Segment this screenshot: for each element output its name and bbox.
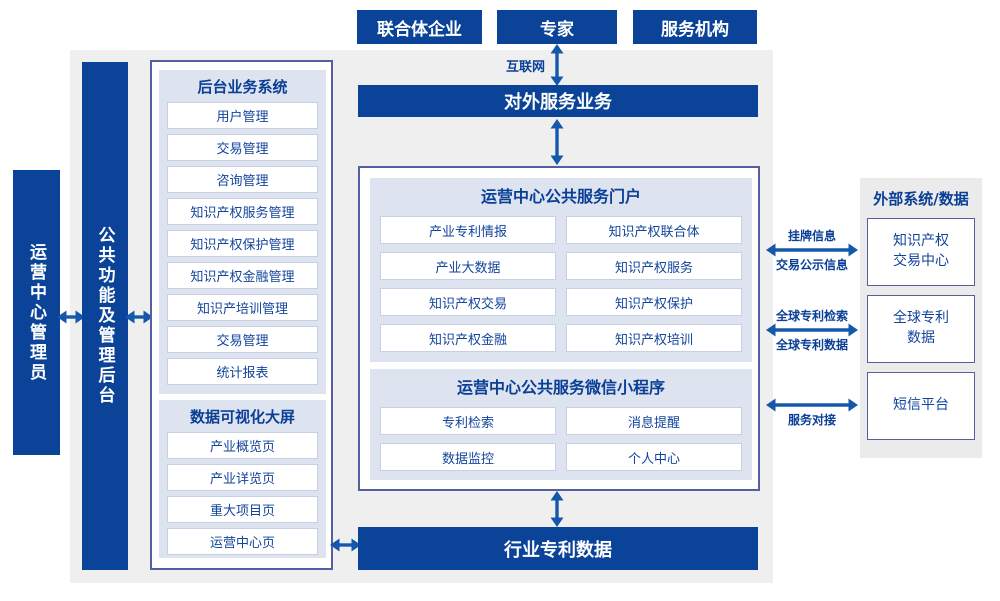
actor-service-orgs-box: 服务机构 [633, 10, 757, 44]
backend-item: 知识产权服务管理 [167, 198, 318, 225]
link1-bottom-label: 交易公示信息 [775, 258, 848, 272]
link3-double-arrow-icon [766, 398, 858, 412]
external-service-bar-label: 对外服务业务 [504, 92, 612, 113]
center-services-panel: 运营中心公共服务门户 产业专利情报 知识产权联合体 产业大数据 知识产权服务 知… [358, 166, 760, 491]
actor-experts-label: 专家 [540, 19, 574, 40]
dashboard-panel: 数据可视化大屏 产业概览页 产业详览页 重大项目页 运营中心页 [159, 400, 326, 558]
mini-program-item: 个人中心 [566, 443, 742, 471]
ip-trading-center-line2: 交易中心 [893, 253, 949, 269]
sms-platform-box: 短信平台 [867, 372, 975, 440]
actor-experts-box: 专家 [497, 10, 617, 44]
external-service-bar: 对外服务业务 [358, 85, 758, 117]
external-systems-panel: 外部系统/数据 知识产权 交易中心 全球专利 数据 短信平台 [860, 178, 982, 458]
actor-service-orgs-label: 服务机构 [661, 19, 729, 40]
portal-item: 知识产权交易 [380, 288, 556, 316]
dashboard-item: 产业详览页 [167, 464, 318, 491]
backend-item: 交易管理 [167, 326, 318, 353]
portal-panel: 运营中心公共服务门户 产业专利情报 知识产权联合体 产业大数据 知识产权服务 知… [370, 178, 752, 362]
link3-bottom-label: 服务对接 [787, 413, 836, 427]
public-functions-rail: 公共功能及管理后台 [82, 62, 128, 570]
sms-platform-line1: 短信平台 [893, 397, 949, 414]
portal-item: 知识产权金融 [380, 324, 556, 352]
mini-program-panel: 运营中心公共服务微信小程序 专利检索 消息提醒 数据监控 个人中心 [370, 369, 752, 480]
backend-item: 交易管理 [167, 134, 318, 161]
global-patent-data-line1: 全球专利 [893, 310, 949, 327]
operations-admin-label: 运营中心管理员 [26, 242, 46, 383]
internet-label: 互联网 [505, 60, 545, 75]
operations-admin-rail: 运营中心管理员 [13, 170, 60, 455]
bar-to-portal-double-arrow-icon [550, 119, 564, 165]
backend-item: 知识产培训管理 [167, 294, 318, 321]
portal-item: 产业专利情报 [380, 216, 556, 244]
dashboard-item: 重大项目页 [167, 496, 318, 523]
industry-patent-data-bar: 行业专利数据 [358, 527, 758, 570]
portal-to-data-double-arrow-icon [550, 491, 564, 527]
portal-item: 知识产权保护 [566, 288, 742, 316]
link2-bottom-label: 全球专利数据 [775, 338, 848, 352]
link1-double-arrow-icon [766, 243, 858, 257]
actor-consortium-box: 联合体企业 [357, 10, 482, 44]
portal-item: 产业大数据 [380, 252, 556, 280]
internet-double-arrow-icon [550, 44, 564, 86]
ip-trading-center-line1: 知识产权 [893, 233, 949, 250]
global-patent-data-box: 全球专利 数据 [867, 295, 975, 363]
portal-item: 知识产权培训 [566, 324, 742, 352]
global-patent-data-line2: 数据 [907, 330, 935, 346]
admin-to-backend-double-arrow-icon [57, 310, 85, 324]
ip-trading-center-box: 知识产权 交易中心 [867, 218, 975, 286]
link2-double-arrow-icon [766, 323, 858, 337]
dashboard-title: 数据可视化大屏 [189, 408, 295, 426]
backend-item: 统计报表 [167, 358, 318, 385]
portal-title: 运营中心公共服务门户 [480, 187, 641, 206]
backend-system-panel: 后台业务系统 用户管理 交易管理 咨询管理 知识产权服务管理 知识产权保护管理 … [159, 70, 326, 394]
backend-system-title: 后台业务系统 [197, 78, 288, 96]
backend-item: 用户管理 [167, 102, 318, 129]
industry-patent-data-label: 行业专利数据 [504, 539, 612, 561]
link2-top-label: 全球专利检索 [775, 309, 848, 323]
dashboard-to-data-double-arrow-icon [330, 538, 361, 552]
mini-program-item: 数据监控 [380, 443, 556, 471]
backend-item: 知识产权保护管理 [167, 230, 318, 257]
public-functions-label: 公共功能及管理后台 [94, 226, 115, 406]
backend-item: 咨询管理 [167, 166, 318, 193]
link1-top-label: 挂牌信息 [787, 229, 836, 243]
portal-item: 知识产权服务 [566, 252, 742, 280]
mini-program-title: 运营中心公共服务微信小程序 [456, 378, 665, 397]
external-systems-title: 外部系统/数据 [873, 190, 969, 208]
mini-program-item: 专利检索 [380, 407, 556, 435]
dashboard-item: 运营中心页 [167, 528, 318, 555]
dashboard-item: 产业概览页 [167, 432, 318, 459]
backend-item: 知识产权金融管理 [167, 262, 318, 289]
actor-consortium-label: 联合体企业 [377, 19, 462, 40]
left-systems-panel: 后台业务系统 用户管理 交易管理 咨询管理 知识产权服务管理 知识产权保护管理 … [150, 60, 333, 570]
backend-to-panel-double-arrow-icon [125, 310, 153, 324]
mini-program-item: 消息提醒 [566, 407, 742, 435]
portal-item: 知识产权联合体 [566, 216, 742, 244]
